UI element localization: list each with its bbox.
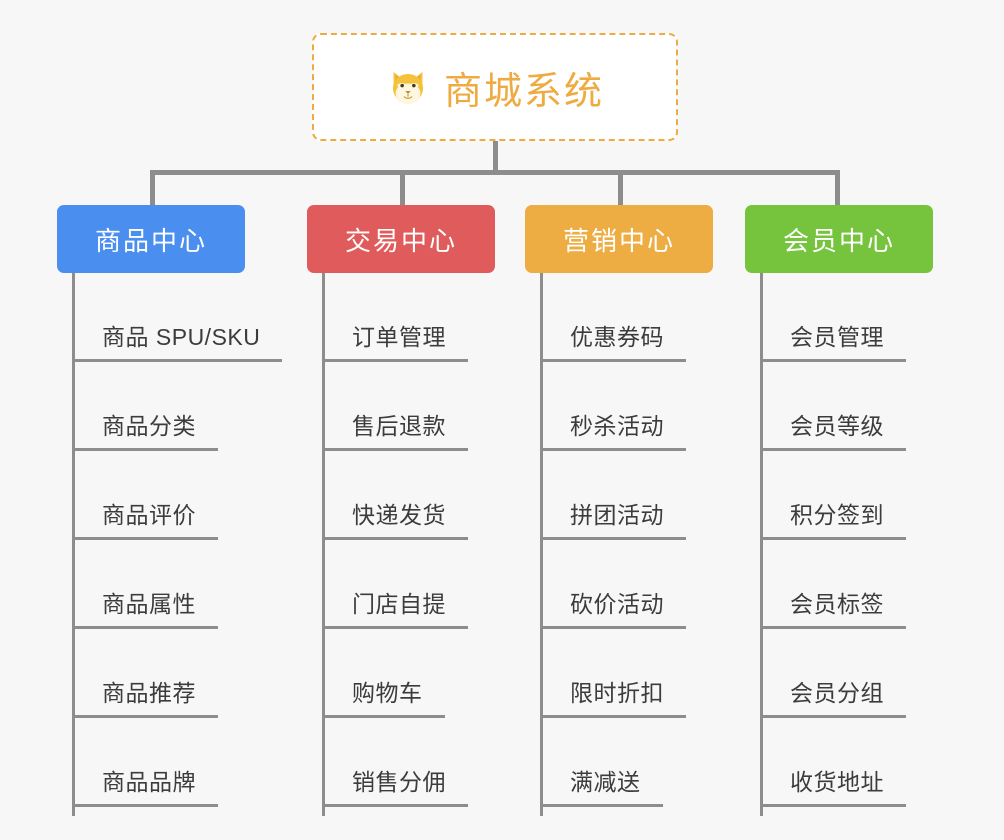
leaf-label: 商品 SPU/SKU bbox=[102, 324, 261, 350]
connector-drop-member-center bbox=[835, 170, 840, 207]
leaf-item[interactable]: 门店自提 bbox=[322, 540, 582, 629]
leaf-label: 会员分组 bbox=[790, 680, 884, 706]
connector-drop-trade-center bbox=[400, 170, 405, 207]
leaf-label: 会员管理 bbox=[790, 324, 884, 350]
leaf-label: 会员标签 bbox=[790, 591, 884, 617]
branch-header-trade-center[interactable]: 交易中心 bbox=[307, 205, 495, 273]
leaf-label: 满减送 bbox=[570, 769, 641, 795]
leaf-item[interactable]: 秒杀活动 bbox=[540, 362, 800, 451]
branch-trunk-marketing-center bbox=[540, 273, 543, 816]
connector-root-stem bbox=[493, 141, 498, 173]
leaf-list-product-center: 商品 SPU/SKU 商品分类 商品评价 商品属性 商品推荐 bbox=[72, 273, 332, 807]
leaf-label: 收货地址 bbox=[790, 769, 884, 795]
leaf-item[interactable]: 会员分组 bbox=[760, 629, 1004, 718]
shiba-inu-dog-face-icon bbox=[386, 65, 430, 109]
branch-trunk-trade-center bbox=[322, 273, 325, 816]
leaf-item[interactable]: 会员标签 bbox=[760, 540, 1004, 629]
leaf-label: 优惠券码 bbox=[570, 324, 664, 350]
leaf-list-marketing-center: 优惠券码 秒杀活动 拼团活动 砍价活动 限时折扣 bbox=[540, 273, 800, 807]
branch-trunk-product-center bbox=[72, 273, 75, 816]
leaf-label: 砍价活动 bbox=[570, 591, 664, 617]
leaf-item[interactable]: 购物车 bbox=[322, 629, 582, 718]
leaf-item[interactable]: 订单管理 bbox=[322, 273, 582, 362]
leaf-item[interactable]: 会员等级 bbox=[760, 362, 1004, 451]
leaf-label: 秒杀活动 bbox=[570, 413, 664, 439]
leaf-list-trade-center: 订单管理 售后退款 快递发货 门店自提 购物车 bbox=[322, 273, 582, 807]
leaf-label: 限时折扣 bbox=[570, 680, 664, 706]
branch-trunk-member-center bbox=[760, 273, 763, 816]
leaf-label: 快递发货 bbox=[352, 502, 446, 528]
leaf-label: 售后退款 bbox=[352, 413, 446, 439]
branch-header-member-center[interactable]: 会员中心 bbox=[745, 205, 933, 273]
connector-drop-product-center bbox=[150, 170, 155, 207]
leaf-label: 订单管理 bbox=[352, 324, 446, 350]
branch-header-marketing-center[interactable]: 营销中心 bbox=[525, 205, 713, 273]
leaf-item[interactable]: 商品推荐 bbox=[72, 629, 332, 718]
leaf-label: 商品评价 bbox=[102, 502, 196, 528]
connector-drop-marketing-center bbox=[618, 170, 623, 207]
leaf-item[interactable]: 销售分佣 bbox=[322, 718, 582, 807]
root-title: 商城系统 bbox=[443, 70, 604, 113]
leaf-item[interactable]: 满减送 bbox=[540, 718, 800, 807]
leaf-item[interactable]: 商品 SPU/SKU bbox=[72, 273, 332, 362]
leaf-item[interactable]: 会员管理 bbox=[760, 273, 1004, 362]
leaf-label: 商品品牌 bbox=[102, 769, 196, 795]
leaf-label: 积分签到 bbox=[790, 502, 884, 528]
root-node[interactable]: 商城系统 bbox=[312, 33, 678, 141]
branch-header-label: 会员中心 bbox=[782, 225, 895, 256]
leaf-item[interactable]: 快递发货 bbox=[322, 451, 582, 540]
leaf-label: 商品分类 bbox=[102, 413, 196, 439]
connector-horizontal-bus bbox=[150, 170, 840, 175]
leaf-label: 会员等级 bbox=[790, 413, 884, 439]
leaf-item[interactable]: 收货地址 bbox=[760, 718, 1004, 807]
leaf-item[interactable]: 积分签到 bbox=[760, 451, 1004, 540]
leaf-label: 销售分佣 bbox=[352, 769, 446, 795]
leaf-label: 拼团活动 bbox=[570, 502, 664, 528]
leaf-label: 商品属性 bbox=[102, 591, 196, 617]
leaf-item[interactable]: 限时折扣 bbox=[540, 629, 800, 718]
leaf-item[interactable]: 砍价活动 bbox=[540, 540, 800, 629]
leaf-label: 商品推荐 bbox=[102, 680, 196, 706]
leaf-item[interactable]: 拼团活动 bbox=[540, 451, 800, 540]
branch-header-product-center[interactable]: 商品中心 bbox=[57, 205, 245, 273]
leaf-item[interactable]: 商品分类 bbox=[72, 362, 332, 451]
leaf-item[interactable]: 商品属性 bbox=[72, 540, 332, 629]
leaf-item[interactable]: 售后退款 bbox=[322, 362, 582, 451]
leaf-label: 门店自提 bbox=[352, 591, 446, 617]
branch-header-label: 商品中心 bbox=[94, 225, 207, 256]
leaf-item[interactable]: 商品品牌 bbox=[72, 718, 332, 807]
leaf-label: 购物车 bbox=[352, 680, 423, 706]
leaf-item[interactable]: 优惠券码 bbox=[540, 273, 800, 362]
leaf-list-member-center: 会员管理 会员等级 积分签到 会员标签 会员分组 bbox=[760, 273, 1004, 807]
branch-header-label: 营销中心 bbox=[562, 225, 675, 256]
leaf-item[interactable]: 商品评价 bbox=[72, 451, 332, 540]
branch-header-label: 交易中心 bbox=[344, 225, 457, 256]
